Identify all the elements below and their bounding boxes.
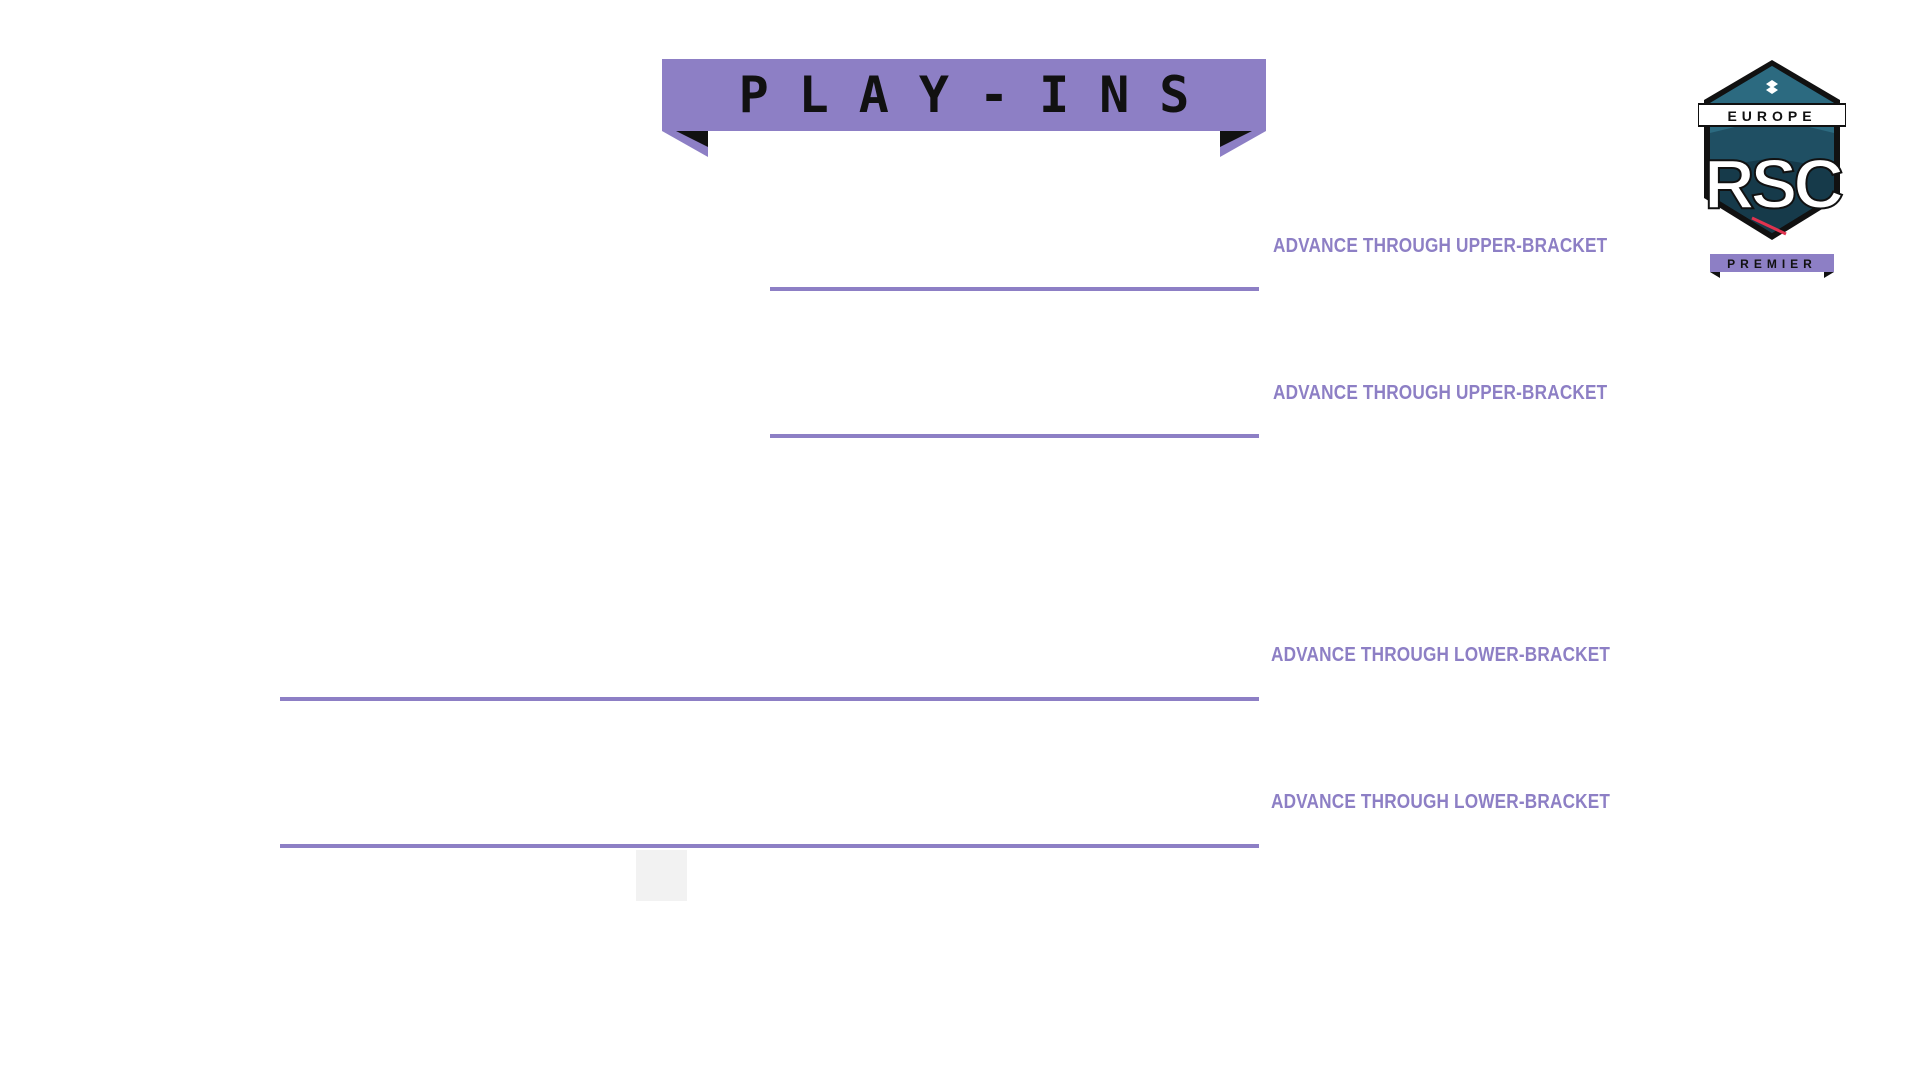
advance-label-upper-2: ADVANCE THROUGH UPPER-BRACKET <box>1273 382 1608 404</box>
page-title: PLAY-INS <box>738 66 1220 124</box>
logo-mark-text: RSC <box>1704 145 1842 223</box>
title-banner-bar: PLAY-INS <box>662 59 1266 131</box>
banner-fold-right <box>1220 131 1266 157</box>
upper-bracket-line-1 <box>770 287 1259 291</box>
logo-tier-text: PREMIER <box>1727 257 1817 271</box>
placeholder-square <box>636 850 687 901</box>
banner-fold-left <box>662 131 708 157</box>
advance-label-lower-1: ADVANCE THROUGH LOWER-BRACKET <box>1271 644 1611 666</box>
lower-bracket-line-2 <box>280 844 1259 848</box>
logo-region-text: EUROPE <box>1727 108 1816 124</box>
title-banner: PLAY-INS <box>662 59 1266 157</box>
rsc-europe-premier-logo: EUROPE RSC PREMIER <box>1698 60 1846 278</box>
lower-bracket-line-1 <box>280 697 1259 701</box>
upper-bracket-line-2 <box>770 434 1259 438</box>
advance-label-upper-1: ADVANCE THROUGH UPPER-BRACKET <box>1273 235 1608 257</box>
advance-label-lower-2: ADVANCE THROUGH LOWER-BRACKET <box>1271 791 1611 813</box>
